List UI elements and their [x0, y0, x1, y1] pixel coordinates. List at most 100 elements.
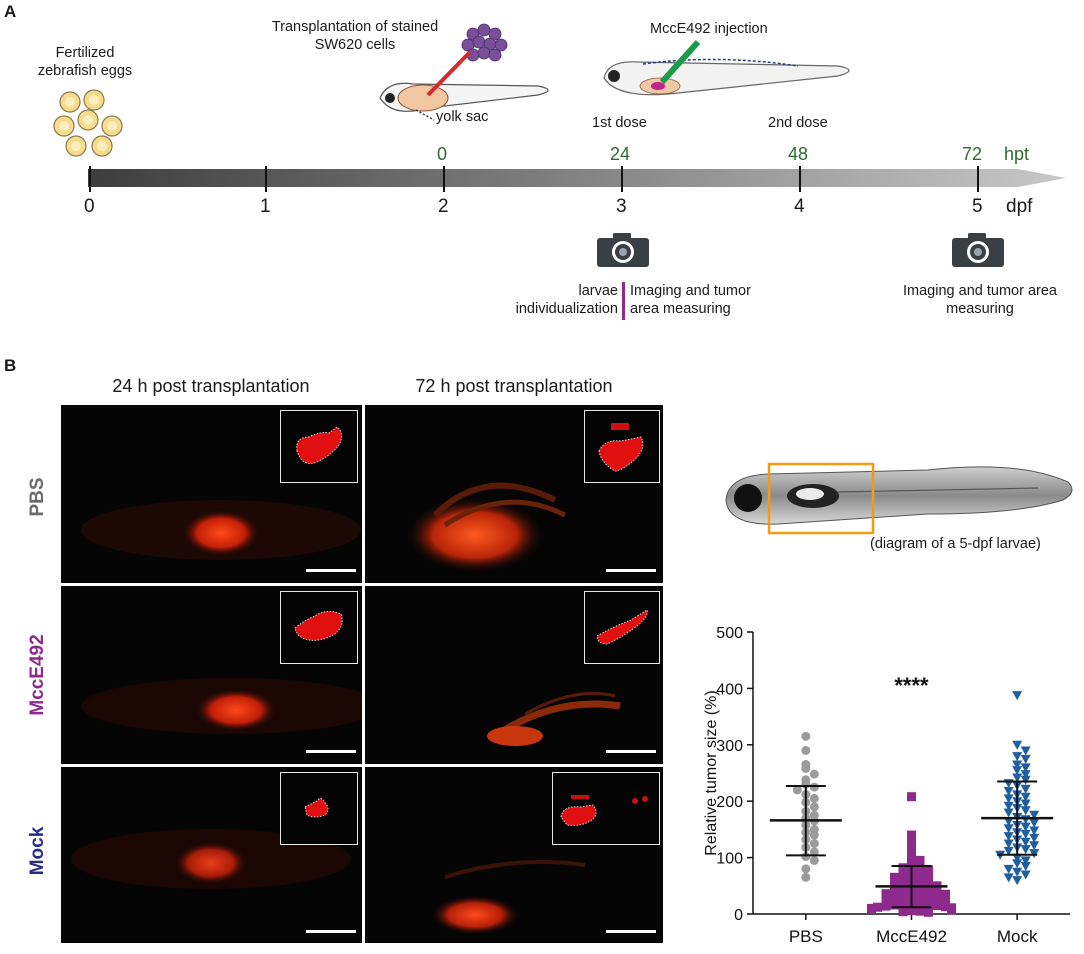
- data-point-mock: [1020, 784, 1031, 794]
- data-point-mock: [1020, 792, 1031, 802]
- data-point-mock: [1012, 752, 1023, 762]
- fertilized-eggs-label: Fertilized zebrafish eggs: [37, 45, 133, 79]
- plot-points: [792, 691, 1040, 917]
- data-point-mock: [1029, 810, 1040, 820]
- data-point-mock: [1003, 787, 1014, 797]
- data-point-mock: [1003, 794, 1014, 804]
- data-point-mcce492: [924, 907, 933, 917]
- panel-a-letter: A: [4, 2, 17, 21]
- y-tick-label: 400: [716, 681, 743, 698]
- data-point-mock: [1003, 846, 1014, 856]
- scale-bar: [306, 569, 356, 572]
- data-point-mcce492: [932, 895, 942, 905]
- x-tick-label: MccE492: [876, 927, 947, 946]
- data-point-mcce492: [941, 897, 950, 907]
- data-point-mcce492: [898, 907, 908, 917]
- data-point-mock: [1003, 808, 1014, 818]
- data-point-mcce492: [873, 902, 882, 912]
- data-point-mock: [1020, 763, 1031, 773]
- inset-pbs-24h: [280, 410, 358, 483]
- data-point-mock: [1020, 775, 1031, 785]
- imaging-label-5dpf: Imaging and tumor area measuring: [903, 283, 1057, 317]
- row-label-mock: Mock: [27, 826, 48, 876]
- data-point-mcce492: [924, 899, 933, 909]
- data-point-mock: [1020, 754, 1031, 764]
- second-dose-label: 2nd dose: [768, 115, 828, 131]
- data-point-mock: [1012, 773, 1023, 783]
- data-point-pbs: [801, 851, 811, 861]
- data-point-mock: [1003, 864, 1014, 874]
- data-point-pbs: [809, 802, 819, 812]
- scale-bar: [606, 750, 656, 753]
- data-point-mcce492: [907, 830, 916, 840]
- dpf-tick-5: 5: [972, 196, 983, 217]
- larva-transplantation-illustration: [379, 23, 549, 121]
- data-point-mcce492: [932, 888, 942, 898]
- data-point-mock: [1003, 824, 1014, 834]
- data-point-mcce492: [924, 885, 933, 895]
- timeline-ticks: [89, 166, 979, 192]
- data-point-mock: [1020, 862, 1031, 872]
- dpf-tick-3: 3: [616, 196, 627, 217]
- eggs-icon: [53, 89, 123, 157]
- data-point-mcce492: [898, 899, 908, 909]
- data-point-mcce492: [898, 863, 908, 873]
- data-point-mcce492: [907, 853, 916, 863]
- data-point-mock: [1029, 833, 1040, 843]
- data-point-mock: [1020, 845, 1031, 855]
- data-point-mcce492: [898, 892, 908, 902]
- yolk-sac-label: yolk sac: [436, 109, 489, 125]
- data-point-pbs: [809, 855, 819, 865]
- data-point-mock: [1029, 826, 1040, 836]
- dpf-tick-4: 4: [794, 196, 805, 217]
- data-point-mock: [1003, 873, 1014, 883]
- injection-label: MccE492 injection: [650, 21, 768, 37]
- y-tick-label: 0: [734, 907, 743, 924]
- column-title-24h: 24 h post transplantation: [112, 376, 310, 396]
- data-point-pbs: [801, 872, 811, 882]
- dpf-tick-1: 1: [260, 196, 271, 217]
- data-point-pbs: [792, 785, 802, 795]
- first-dose-label: 1st dose: [592, 115, 647, 131]
- significance-annotation: ****: [894, 673, 929, 698]
- y-tick-label: 100: [716, 851, 743, 868]
- data-point-mcce492: [915, 891, 925, 901]
- data-point-mock: [1020, 770, 1031, 780]
- inset-mock-72h: [552, 772, 660, 845]
- data-point-mock: [1020, 822, 1031, 832]
- data-point-mock: [1012, 691, 1023, 701]
- dpf-tick-2: 2: [438, 196, 449, 217]
- data-point-mcce492: [924, 893, 933, 903]
- scale-bar: [606, 569, 656, 572]
- x-tick-label: Mock: [997, 927, 1038, 946]
- camera-icon: [952, 233, 1004, 267]
- y-tick-label: 300: [716, 738, 743, 755]
- data-point-mcce492: [890, 872, 899, 882]
- data-point-mock: [1012, 740, 1023, 750]
- data-point-pbs: [809, 782, 819, 792]
- panel-b-letter: B: [4, 356, 17, 375]
- data-point-mcce492: [898, 884, 908, 894]
- y-tick-label: 200: [716, 794, 743, 811]
- data-point-mcce492: [890, 894, 899, 904]
- data-point-mock: [1029, 818, 1040, 828]
- data-point-mcce492: [915, 868, 925, 878]
- inset-mock-24h: [280, 772, 358, 845]
- timeline-arrow: [88, 169, 1066, 187]
- data-point-mock: [1029, 841, 1040, 851]
- data-point-mcce492: [915, 855, 925, 865]
- scale-bar: [306, 930, 356, 933]
- hpt-tick-0: 0: [437, 144, 448, 164]
- data-point-pbs: [801, 745, 811, 755]
- plot-error-bars: [769, 780, 1054, 909]
- data-point-mcce492: [898, 870, 908, 880]
- column-title-72h: 72 h post transplantation: [415, 376, 613, 396]
- data-point-mcce492: [881, 889, 891, 899]
- imaging-label-3dpf: Imaging and tumor area measuring: [630, 283, 751, 317]
- data-point-mcce492: [907, 792, 916, 802]
- data-point-mcce492: [915, 883, 925, 893]
- data-point-mock: [1012, 867, 1023, 877]
- data-point-mcce492: [941, 902, 950, 912]
- data-point-mcce492: [924, 878, 933, 888]
